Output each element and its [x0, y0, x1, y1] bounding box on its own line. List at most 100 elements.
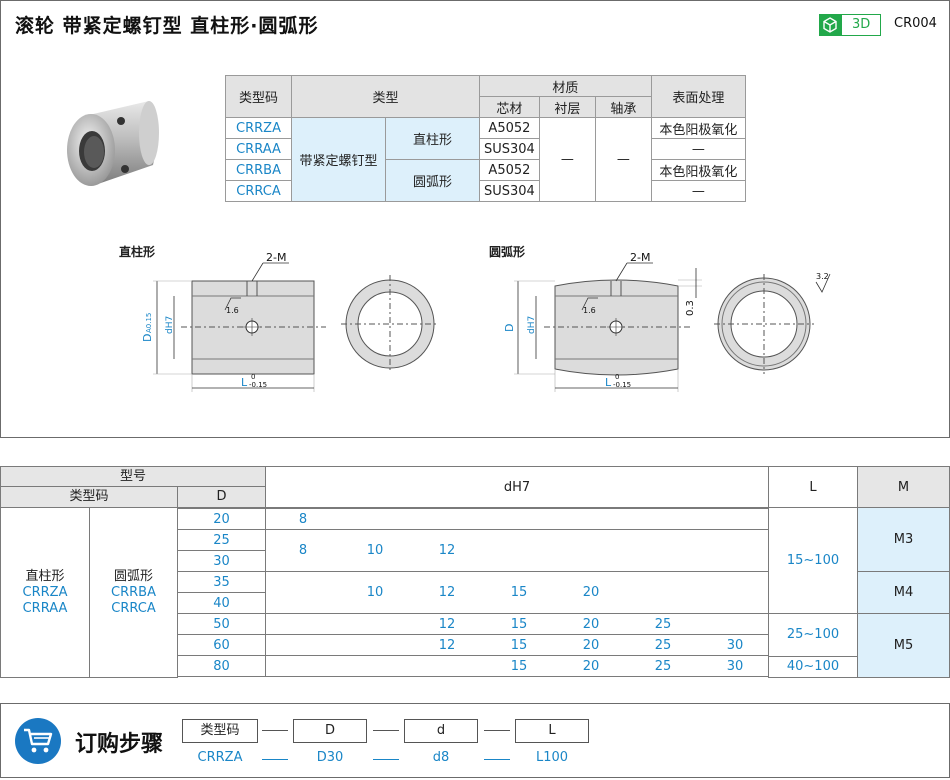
D-cell: 30 [177, 550, 266, 572]
bearing-cell: — [594, 117, 652, 202]
straight-technical-drawing: 1.6 2-M D A0.15 dH7 L 0 -0.15 [141, 251, 439, 392]
dH7-value: 20 [582, 637, 600, 653]
order-example-type-code: CRRZA [197, 750, 243, 765]
dH7-value: 10 [366, 543, 384, 558]
length-tol-upper: 0 [251, 373, 255, 381]
L-range-cell: 25~100 [768, 613, 858, 657]
shopping-cart-icon [15, 718, 61, 764]
diameter-tol: A0.15 [145, 313, 153, 333]
header-L: L [768, 466, 858, 508]
diameter-label: D [503, 324, 516, 332]
crown-label: 0.3 [685, 300, 696, 316]
core-cell: SUS304 [479, 180, 540, 202]
header-bearing: 轴承 [594, 96, 652, 118]
roughness-label: 1.6 [226, 306, 239, 315]
M-cell: M4 [857, 571, 950, 614]
type-main-cell: 带紧定螺钉型 [291, 117, 386, 202]
dH7-value: 20 [582, 616, 600, 632]
dH7-value: 8 [298, 543, 308, 558]
size-table: 型号 类型码 D dH7 L M 直柱形 CRRZA CRRAA 圆弧形 CRR… [0, 466, 950, 678]
dH7-value: 12 [438, 585, 456, 600]
group-straight-code: CRRAA [22, 600, 68, 616]
header-D: D [177, 487, 266, 508]
D-cell: 20 [177, 508, 266, 530]
order-dash [262, 730, 288, 731]
dH7-value: 12 [438, 637, 456, 653]
D-cell: 50 [177, 613, 266, 635]
core-cell: A5052 [479, 117, 540, 139]
order-title: 订购步骤 [75, 732, 164, 757]
bore-label: dH7 [527, 316, 537, 334]
type-code-cell: CRRZA [225, 117, 292, 139]
M-cell: M5 [857, 613, 950, 678]
order-example-dash [262, 759, 288, 760]
order-example-dash [484, 759, 510, 760]
order-dash [484, 730, 510, 731]
order-example-D: D30 [316, 750, 344, 765]
dH7-value: 30 [726, 637, 744, 653]
lining-cell: — [538, 117, 596, 202]
D-cell: 35 [177, 571, 266, 593]
order-panel: 订购步骤 类型码 D d L CRRZA D30 d8 L100 [0, 703, 950, 778]
header-type: 类型 [291, 75, 480, 118]
surface-cell: — [650, 180, 746, 202]
bore-label: dH7 [165, 316, 175, 334]
diameter-label: D [141, 334, 154, 342]
header-lining: 衬层 [538, 96, 596, 118]
header-M: M [857, 466, 950, 508]
dH7-value: 12 [438, 543, 456, 558]
product-photo [61, 93, 166, 197]
type-code-cell: CRRBA [225, 159, 292, 181]
dH7-value: 15 [510, 658, 528, 674]
dH7-value: 8 [298, 511, 308, 527]
header-core: 芯材 [479, 96, 540, 118]
D-cell: 80 [177, 655, 266, 677]
header-dH7-text: dH7 [503, 480, 531, 495]
L-range-cell: 40~100 [768, 656, 858, 678]
header-type-code: 类型码 [0, 487, 178, 508]
dH7-value: 20 [582, 585, 600, 600]
surface-cell: 本色阳极氧化 [650, 159, 746, 181]
order-field-D: D [293, 719, 367, 743]
M-cell: M3 [857, 508, 950, 572]
dH7-value: 15 [510, 637, 528, 653]
header-material: 材质 [479, 75, 652, 97]
D-cell: 25 [177, 529, 266, 551]
dH7-value: 15 [510, 616, 528, 632]
dH7-value: 10 [366, 585, 384, 600]
order-example-L: L100 [535, 750, 569, 765]
surface-cell: 本色阳极氧化 [650, 117, 746, 139]
arc-drawing-label: 圆弧形 [489, 245, 526, 259]
dH7-value: 15 [510, 585, 528, 600]
group-arc-code: CRRBA [111, 584, 156, 600]
length-label: L [241, 376, 248, 389]
length-tol-upper: 0 [615, 373, 619, 381]
dH7-row: 8 10 12 [265, 529, 769, 572]
order-example-d: d8 [432, 750, 450, 765]
header-surface: 表面处理 [650, 75, 746, 118]
dH7-row: 8 [265, 508, 769, 530]
dH7-value: 25 [654, 637, 672, 653]
group-straight-code: CRRZA [22, 584, 68, 600]
length-tol-lower: -0.15 [613, 381, 631, 389]
3d-view-button[interactable]: 3D [819, 14, 882, 36]
arc-technical-drawing: 1.6 2-M 0.3 D dH7 L 0 -0.15 3.2 [503, 251, 831, 392]
group-arc-label: 圆弧形 [113, 568, 153, 584]
cube-icon [819, 14, 841, 36]
group-arc-code: CRRCA [111, 600, 156, 616]
group-straight-label: 直柱形 [25, 568, 65, 584]
roughness-32-label: 3.2 [816, 272, 829, 281]
dH7-value: 12 [438, 616, 456, 632]
dH7-row: 12 15 20 25 30 [265, 634, 769, 656]
length-tol-lower: -0.15 [249, 381, 267, 389]
dH7-value: 30 [726, 658, 744, 674]
core-cell: A5052 [479, 159, 540, 181]
straight-drawing-label: 直柱形 [119, 245, 156, 259]
length-label: L [605, 376, 612, 389]
sub-arc-cell: 圆弧形 [385, 159, 480, 202]
type-code-cell: CRRAA [225, 138, 292, 160]
core-cell: SUS304 [479, 138, 540, 160]
order-field-L: L [515, 719, 589, 743]
roughness-label: 1.6 [583, 306, 596, 315]
surface-cell: — [650, 138, 746, 160]
